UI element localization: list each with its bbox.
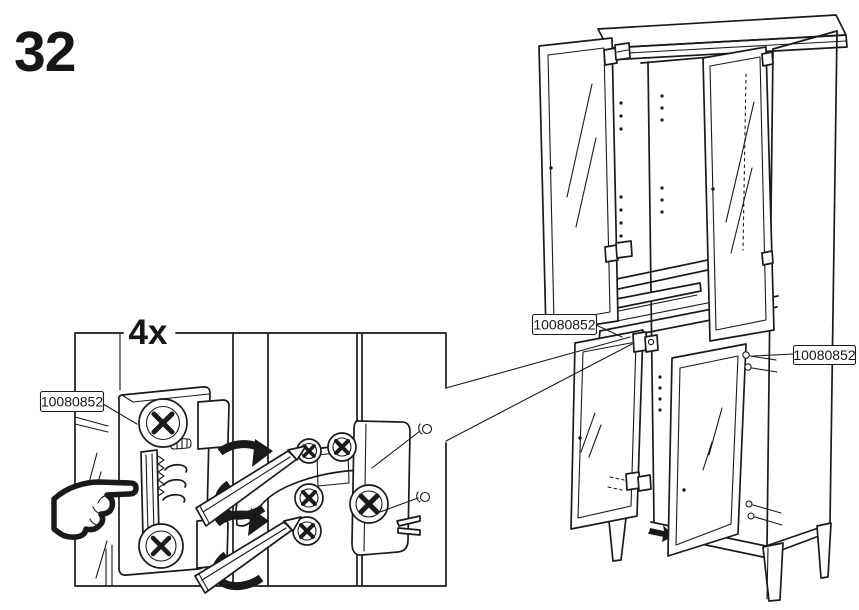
quantity-text: 4x xyxy=(129,313,168,352)
arrowhead-bottom xyxy=(248,508,269,536)
part-label-inset: 10080852 xyxy=(39,390,138,425)
hinge-upper-right-door xyxy=(761,51,774,266)
part-label-box xyxy=(39,390,105,413)
hinge-cup-top-tab xyxy=(197,399,230,450)
inset-detail-box xyxy=(51,332,447,594)
hinge-screws-lower-right-top xyxy=(742,351,778,373)
hinge-cup-screw-top xyxy=(138,398,188,448)
screwdriver-top-icon xyxy=(195,445,307,527)
arrowhead-top xyxy=(252,439,273,467)
cabinet-illustration xyxy=(538,14,848,602)
hinge-screws-lower-right-bottom xyxy=(745,500,783,526)
part-number-text: 10080852 xyxy=(41,394,104,410)
tools xyxy=(194,439,307,594)
hinge-screw-b xyxy=(327,432,357,462)
part-number-text: 10080852 xyxy=(533,317,596,333)
hinge-lower-left-door-top xyxy=(632,331,659,353)
magnifier-callout-lines xyxy=(445,336,633,442)
shelf-pin-holes-upper xyxy=(619,94,664,238)
step-number-text: 32 xyxy=(14,20,75,84)
leg-front-right xyxy=(762,542,784,602)
screwdriver-bottom-icon xyxy=(194,516,302,594)
door-upper-right xyxy=(702,46,775,342)
hinge-cup xyxy=(117,386,230,576)
step-number: 32 xyxy=(14,20,76,84)
cabinet-legs xyxy=(608,517,832,602)
part-label-box xyxy=(792,344,857,366)
hinge-screw-c xyxy=(294,483,324,513)
door-upper-left xyxy=(538,37,633,333)
shelf-pin-holes-lower xyxy=(658,375,662,412)
pointing-hand-icon xyxy=(51,479,139,540)
hinge-screw-d xyxy=(349,484,389,524)
hinge-cup-screw-bottom xyxy=(138,523,184,569)
hinge-upper-left-door-bottom xyxy=(604,240,633,263)
hinge-upper-left-door-top xyxy=(603,42,631,66)
hinge-spring xyxy=(162,463,188,503)
part-label-box xyxy=(531,313,598,336)
pilot-holes xyxy=(371,423,433,513)
hinge-lower-left-door-bottom xyxy=(607,471,652,492)
quantity-label: 4x xyxy=(129,313,168,352)
part-label-cabinet-right: 10080852 xyxy=(752,344,857,366)
plate-fork-prongs xyxy=(396,515,421,536)
hinge-screw-e xyxy=(292,516,322,546)
door-lower-right xyxy=(667,343,783,557)
inset-border xyxy=(74,332,447,587)
leg-back-left xyxy=(608,517,627,562)
part-label-cabinet-left: 10080852 xyxy=(531,313,623,338)
cabinet-top-panel xyxy=(597,14,848,61)
part-number-text: 10080852 xyxy=(793,347,856,363)
leg-back-right xyxy=(816,522,832,579)
door-lower-left xyxy=(570,329,659,530)
